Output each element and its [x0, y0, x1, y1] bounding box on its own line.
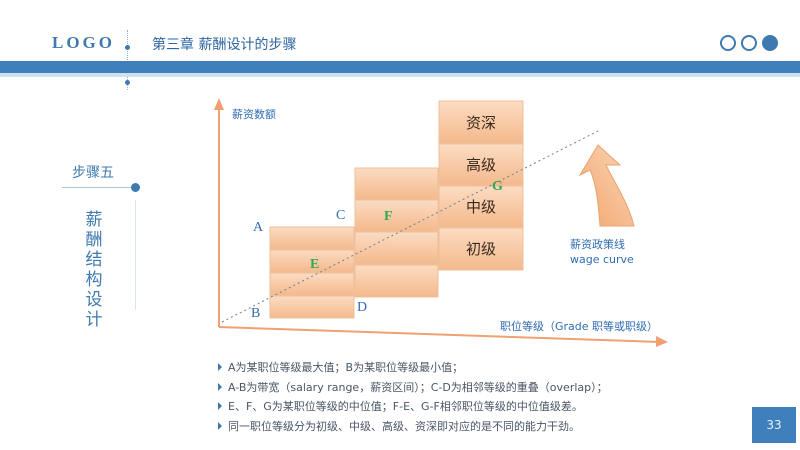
section-title-char: 计 — [85, 310, 103, 330]
section-title-vertical: 薪 酬 结 构 设 计 — [84, 210, 104, 330]
bullet-icon — [218, 363, 222, 371]
wage-curve-label-en: wage curve — [570, 253, 634, 266]
header-dot — [125, 80, 130, 85]
section-title-char: 酬 — [85, 230, 103, 250]
page-number: 33 — [752, 407, 796, 443]
section-title-char: 设 — [85, 290, 103, 310]
wage-curve-label-cn: 薪资政策线 — [570, 237, 625, 251]
wage-curve-line — [221, 129, 601, 323]
bullet-icon — [218, 421, 222, 430]
level-label-junior: 初级 — [466, 240, 496, 258]
level-label-high: 高级 — [466, 156, 496, 174]
point-label-b: B — [251, 306, 260, 321]
x-axis-arrow-icon — [656, 336, 668, 347]
level-label-mid: 中级 — [466, 198, 496, 216]
page-title: 第三章 薪酬设计的步骤 — [152, 37, 297, 53]
section-title-char: 薪 — [85, 210, 103, 230]
point-label-d: D — [357, 300, 367, 315]
grade2-block — [354, 231, 439, 265]
circle-icon — [720, 35, 736, 51]
notes-list: A为某职位等级最大值；B为某职位等级最小值； A-B为带宽（salary ran… — [218, 358, 718, 436]
circle-icon — [741, 35, 757, 51]
note-item: A-B为带宽（salary range，薪资区间）；C-D为相邻等级的重叠（ov… — [218, 378, 718, 398]
header-dot — [125, 45, 130, 50]
point-label-g: G — [492, 179, 503, 194]
note-text: A为某职位等级最大值；B为某职位等级最小值； — [228, 361, 464, 374]
note-text: 同一职位等级分为初级、中级、高级、资深即对应的是不同的能力干劲。 — [228, 419, 580, 433]
y-axis-label: 薪资数额 — [232, 108, 276, 121]
section-title-char: 构 — [85, 270, 103, 290]
note-text: E、F、G为某职位等级的中位值；F-E、G-F相邻职位等级的中位值级差。 — [228, 400, 583, 413]
grade2-block — [354, 264, 439, 298]
grade2-block — [354, 199, 439, 232]
level-block-mid — [438, 185, 524, 228]
grade2-block — [354, 167, 439, 200]
note-item: 同一职位等级分为初级、中级、高级、资深即对应的是不同的能力干劲。 — [218, 417, 718, 437]
level-block-senior — [438, 100, 524, 144]
point-label-f: F — [384, 209, 393, 224]
circle-filled-icon — [762, 35, 778, 51]
sidebar-divider — [135, 200, 136, 310]
grade1-block — [269, 249, 355, 273]
step-dot — [131, 183, 140, 192]
header-bar-shadow — [0, 73, 800, 77]
section-title-char: 结 — [85, 250, 103, 270]
curved-arrow-icon — [578, 144, 635, 227]
x-axis — [218, 326, 661, 343]
grade1-block — [269, 295, 355, 319]
y-axis-arrow-icon — [214, 98, 224, 110]
step-label: 步骤五 — [72, 165, 114, 181]
header-divider — [127, 30, 128, 90]
x-axis-label: 职位等级（Grade 职等或职级） — [500, 319, 658, 333]
note-item: A为某职位等级最大值；B为某职位等级最小值； — [218, 358, 718, 378]
bullet-icon — [218, 382, 222, 391]
level-block-high — [438, 143, 524, 186]
bullet-icon — [218, 402, 222, 410]
point-label-c: C — [336, 208, 345, 223]
point-label-e: E — [310, 257, 319, 272]
point-label-a: A — [253, 220, 264, 235]
step-underline — [62, 187, 137, 188]
header-bar — [0, 61, 800, 73]
level-label-senior: 资深 — [466, 114, 496, 132]
note-text: A-B为带宽（salary range，薪资区间）；C-D为相邻等级的重叠（ov… — [228, 380, 608, 394]
level-block-junior — [438, 227, 524, 271]
note-item: E、F、G为某职位等级的中位值；F-E、G-F相邻职位等级的中位值级差。 — [218, 397, 718, 417]
grade1-block — [269, 226, 355, 250]
logo: LOGO — [52, 33, 116, 52]
grade1-block — [269, 272, 355, 296]
